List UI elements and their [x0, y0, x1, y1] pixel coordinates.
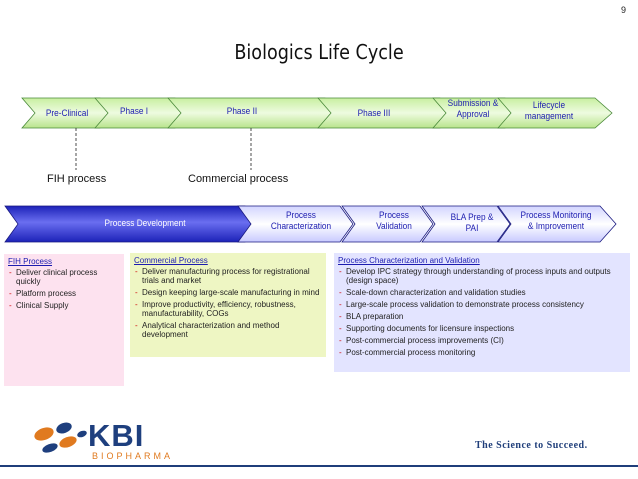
phase-label-phase2: Phase II — [226, 106, 258, 116]
slide-title: Biologics Life Cycle — [234, 40, 404, 64]
phase-label-submission-line2: Approval — [456, 109, 490, 119]
process-chevron-bla — [421, 205, 511, 243]
process-label-monitoring-line1: Process Monitoring — [520, 210, 592, 220]
commercial-process-box: Commercial Process Deliver manufacturing… — [130, 253, 326, 357]
list-item: Analytical characterization and method d… — [134, 321, 322, 339]
list-item: Develop IPC strategy through understandi… — [338, 267, 626, 285]
process-chevron-validation — [341, 205, 434, 243]
commercial-box-list: Deliver manufacturing process for regist… — [134, 267, 322, 339]
process-label-validation: Process Validation — [365, 210, 424, 232]
phase-label-submission-line1: Submission & — [447, 98, 499, 108]
commercial-process-callout: Commercial process — [188, 173, 289, 185]
fih-box-list: Deliver clinical process quickly Platfor… — [8, 268, 120, 310]
phase-label-lifecycle: Lifecycle management — [519, 100, 580, 122]
list-item: Design keeping large-scale manufacturing… — [134, 288, 322, 297]
process-label-validation-line1: Process — [379, 210, 409, 220]
biopharma-logo-text: BIOPHARMA — [92, 451, 174, 461]
process-label-bla-line1: BLA Prep & — [450, 212, 494, 222]
process-label-monitoring: Process Monitoring & Improvement — [514, 210, 599, 232]
tagline: The Science to Succeed. — [475, 440, 588, 451]
list-item: BLA preparation — [338, 312, 626, 321]
process-chevron-characterization — [237, 205, 354, 243]
process-label-characterization-line2: Characterization — [270, 221, 332, 231]
list-item: Deliver clinical process quickly — [8, 268, 120, 286]
list-item: Improve productivity, efficiency, robust… — [134, 300, 322, 318]
process-label-monitoring-line2: & Improvement — [527, 221, 585, 231]
validation-box-title: Process Characterization and Validation — [338, 256, 480, 265]
phase-label-submission: Submission & Approval — [443, 98, 504, 120]
list-item: Supporting documents for licensure inspe… — [338, 324, 626, 333]
process-chevron-monitoring — [497, 205, 617, 243]
process-label-characterization: Process Characterization — [261, 210, 340, 232]
page-number: 9 — [620, 5, 626, 15]
list-item: Post-commercial process monitoring — [338, 348, 626, 357]
phase-label-lifecycle-line2: management — [524, 111, 574, 121]
process-label-characterization-line1: Process — [286, 210, 316, 220]
validation-box-list: Develop IPC strategy through understandi… — [338, 267, 626, 357]
fih-process-box: FIH Process Deliver clinical process qui… — [4, 254, 124, 386]
footer-divider — [0, 465, 638, 467]
process-label-validation-line2: Validation — [376, 221, 412, 231]
list-item: Deliver manufacturing process for regist… — [134, 267, 322, 285]
validation-box: Process Characterization and Validation … — [334, 253, 630, 372]
phase-chevron-lifecycle — [497, 97, 613, 129]
list-item: Clinical Supply — [8, 301, 120, 310]
list-item: Large-scale process validation to demons… — [338, 300, 626, 309]
phase-label-phase3: Phase III — [357, 108, 391, 118]
list-item: Platform process — [8, 289, 120, 298]
fih-process-callout: FIH process — [47, 173, 107, 185]
process-label-development: Process Development — [104, 218, 186, 228]
process-label-bla: BLA Prep & PAI — [443, 212, 502, 234]
commercial-box-title: Commercial Process — [134, 256, 208, 265]
list-item: Post-commercial process improvements (CI… — [338, 336, 626, 345]
kbi-logo-text: KBI — [88, 418, 145, 453]
kbi-logo-icon — [34, 422, 87, 453]
phase-label-preclinical: Pre-Clinical — [45, 108, 89, 118]
phase-label-lifecycle-line1: Lifecycle — [532, 100, 566, 110]
phase-label-phase1: Phase I — [119, 106, 149, 116]
list-item: Scale-down characterization and validati… — [338, 288, 626, 297]
fih-box-title: FIH Process — [8, 257, 53, 266]
process-label-bla-line2: PAI — [465, 223, 479, 233]
